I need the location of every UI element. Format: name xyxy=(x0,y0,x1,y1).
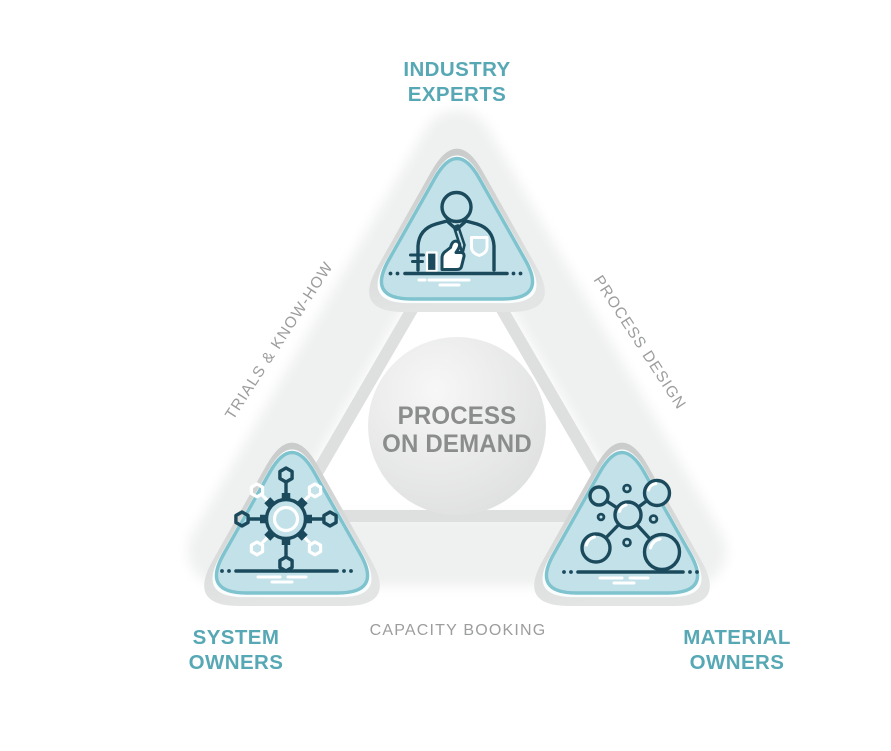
gear-teeth xyxy=(260,493,312,545)
center-circle xyxy=(368,337,546,515)
node-label-line: OWNERS xyxy=(689,651,785,674)
molecule-atom xyxy=(642,532,682,572)
node-label-line: MATERIAL xyxy=(683,626,791,649)
molecule-icon xyxy=(562,478,699,585)
ground-highlight xyxy=(598,576,650,585)
person-head xyxy=(440,190,473,224)
center-title-line: ON DEMAND xyxy=(382,430,532,458)
small-atoms xyxy=(596,483,659,548)
hexagon-right xyxy=(322,510,338,528)
node-label-industry-experts: INDUSTRY EXPERTS xyxy=(403,57,510,107)
molecule-atom-center xyxy=(613,500,643,530)
node-label-material-owners: MATERIAL OWNERS xyxy=(683,625,791,675)
ground-highlight xyxy=(417,278,471,287)
hexagon-left xyxy=(234,510,250,528)
molecule-atom xyxy=(588,485,610,507)
ground-highlight xyxy=(256,575,308,584)
molecule-bonds xyxy=(594,491,664,554)
ground-dots xyxy=(388,271,523,276)
expert-person-icon xyxy=(388,190,523,287)
center-title-line: PROCESS xyxy=(397,402,517,430)
node-label-line: SYSTEM xyxy=(192,626,280,649)
hexagon-top xyxy=(278,466,294,484)
person-body xyxy=(416,219,496,272)
shield-badge-icon xyxy=(470,236,489,257)
motion-dashes xyxy=(409,253,425,263)
thumbs-up-icon xyxy=(440,239,466,271)
node-label-line: OWNERS xyxy=(188,651,284,674)
node-label-line: EXPERTS xyxy=(407,83,507,106)
ground-dots xyxy=(562,570,699,574)
gear-network-icon xyxy=(220,466,353,584)
connector-triangle xyxy=(286,226,628,522)
center-title: PROCESS ON DEMAND xyxy=(382,402,532,458)
atom-highlights xyxy=(585,482,662,550)
gear-spokes-dark xyxy=(247,480,325,559)
ground-dots xyxy=(220,569,353,573)
molecule-atom xyxy=(580,532,612,564)
node-label-line: INDUSTRY xyxy=(403,58,511,81)
triangle-band xyxy=(188,110,726,586)
gear-hub xyxy=(272,505,300,533)
phone-icon xyxy=(425,251,438,273)
node-label-system-owners: SYSTEM OWNERS xyxy=(189,625,284,675)
edge-label-capacity-booking: CAPACITY BOOKING xyxy=(369,622,547,639)
